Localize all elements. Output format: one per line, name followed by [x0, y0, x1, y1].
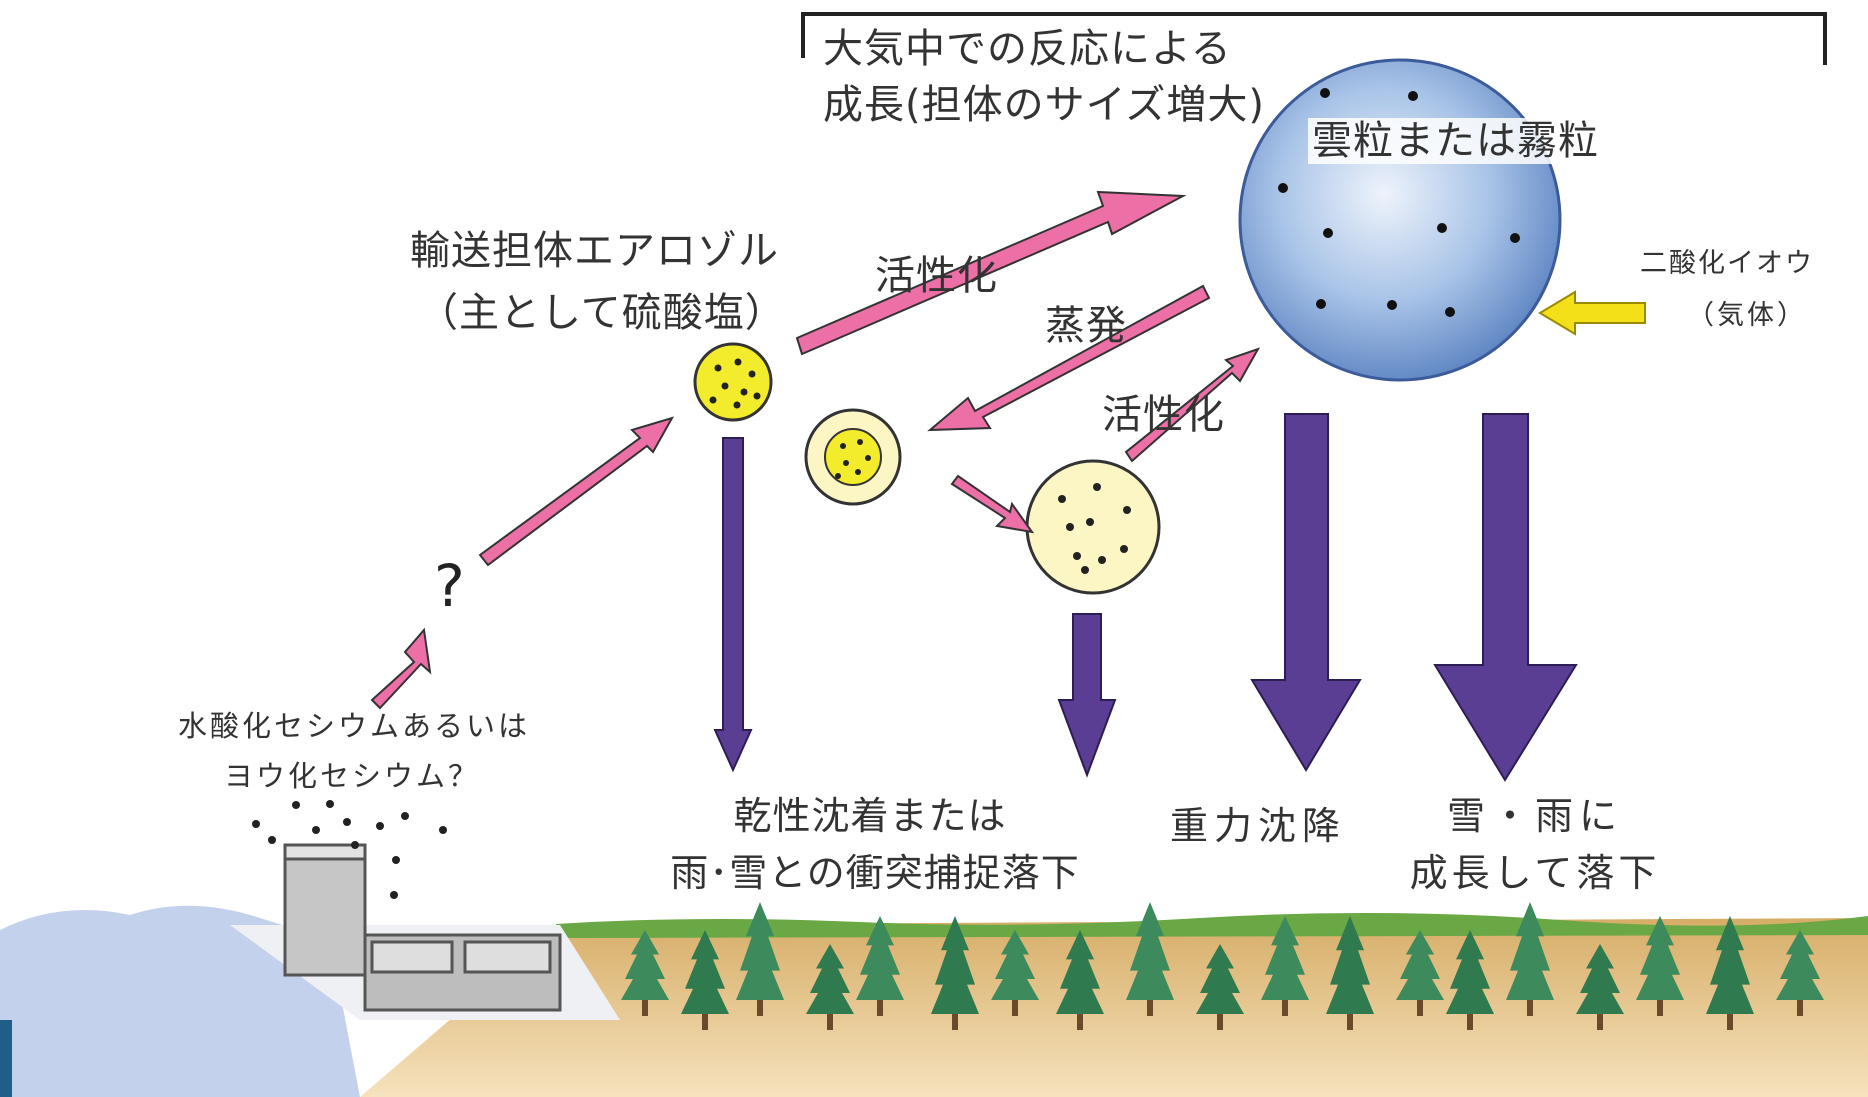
arrow-gravity-settling [1250, 413, 1362, 772]
tree-trunk [827, 1008, 833, 1030]
tree-trunk [642, 994, 648, 1016]
tree [1506, 902, 1554, 1000]
pink-arrows [370, 190, 1261, 710]
tree [1576, 944, 1624, 1014]
tree-trunk [757, 994, 763, 1016]
evaporation-label: 蒸発 [1045, 303, 1127, 349]
ground [360, 918, 1868, 1097]
rain-fall-label-line2: 成長して落下 [1409, 851, 1661, 895]
tree-trunk [1147, 994, 1153, 1016]
tree [1261, 916, 1309, 1000]
purple-arrows [713, 413, 1578, 782]
tree [1446, 930, 1494, 1014]
source-label-line1: 水酸化セシウムあるいは [178, 709, 531, 743]
nuclear-plant [283, 843, 562, 1012]
tree-trunk [1597, 1008, 1603, 1030]
tree-trunk [1347, 1008, 1353, 1030]
tree [806, 944, 854, 1014]
top-bracket [801, 12, 1827, 65]
tree [1196, 944, 1244, 1014]
source-label-line2: ヨウ化セシウム？ [224, 759, 481, 793]
tree-trunk [1657, 994, 1663, 1016]
cloud-droplet-label: 雲粒または霧粒 [1308, 118, 1603, 164]
arrow-cloud-evaporation [927, 284, 1211, 432]
small-droplet [1025, 459, 1161, 595]
tree [621, 930, 669, 1000]
tree-trunk [1417, 994, 1423, 1016]
emission-particles [252, 800, 447, 899]
tree-trunk [952, 1008, 958, 1030]
so2-arrow [1538, 290, 1646, 336]
dry-deposition-label-line1: 乾性沈着または [733, 794, 1007, 838]
tree [1776, 930, 1824, 1000]
arrow-rain-fall [1433, 413, 1578, 782]
arrow-droplet-fall [1057, 613, 1117, 778]
aerosol-particle [693, 342, 773, 422]
tree [931, 916, 979, 1014]
activation-label-upper: 活性化 [875, 253, 998, 299]
tree-trunk [1282, 994, 1288, 1016]
so2-label: 二酸化イオウ [1640, 248, 1814, 279]
tree [1396, 930, 1444, 1000]
bracket-label-line1: 大気中での反応による [823, 26, 1232, 72]
tree [681, 930, 729, 1014]
tree [736, 902, 784, 1000]
evaporated-particle [804, 408, 902, 506]
tree-trunk [1797, 994, 1803, 1016]
arrow-question-to-aerosol [478, 416, 675, 567]
tree-trunk [702, 1008, 708, 1030]
tree-trunk [1012, 994, 1018, 1016]
arrow-dry-deposition [713, 437, 753, 773]
tree [1056, 930, 1104, 1014]
cloud-droplet [1238, 58, 1562, 382]
corner-tab [0, 1020, 12, 1097]
aerosol-label-line1: 輸送担体エアロゾル [410, 228, 779, 274]
tree [991, 930, 1039, 1000]
tree-trunk [1727, 1008, 1733, 1030]
arrow-droplet-activation [1124, 347, 1261, 463]
tree-trunk [1077, 1008, 1083, 1030]
tree [1636, 916, 1684, 1000]
rain-fall-label-line1: 雪・雨に [1446, 794, 1623, 838]
dry-deposition-label-line2: 雨･雪との衝突捕捉落下 [670, 851, 1080, 895]
arrow-aerosol-to-cloud [795, 190, 1187, 356]
tree [856, 916, 904, 1000]
tree [1326, 916, 1374, 1014]
tree-trunk [1467, 1008, 1473, 1030]
activation-label-lower: 活性化 [1102, 392, 1225, 438]
gravity-settling-label: 重力沈降 [1170, 804, 1347, 848]
unknown-pathway-mark: ? [434, 552, 466, 620]
tree [1706, 916, 1754, 1014]
tree [1126, 902, 1174, 1000]
tree-trunk [1217, 1008, 1223, 1030]
tree-trunk [877, 994, 883, 1016]
tree-trunk [1527, 994, 1533, 1016]
arrow-residue-to-droplet [950, 474, 1035, 534]
aerosol-label-line2: （主として硫酸塩） [418, 290, 786, 336]
arrow-source-to-question [370, 627, 432, 710]
so2-state-label: （気体） [1687, 300, 1807, 331]
bracket-label-line2: 成長(担体のサイズ増大) [823, 82, 1266, 128]
forest [621, 902, 1824, 1030]
